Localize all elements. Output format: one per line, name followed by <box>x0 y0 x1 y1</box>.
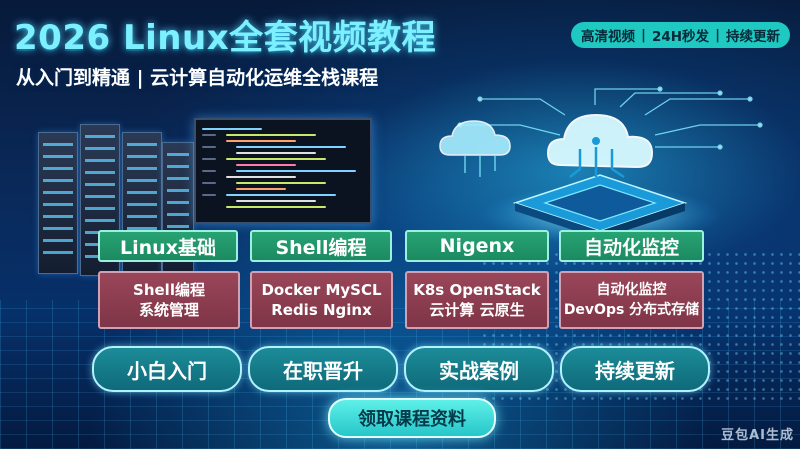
watermark: 豆包AI生成 <box>721 428 794 443</box>
topic-card-label: Linux基础 <box>120 236 216 259</box>
feature-24h-delivery: 24H秒发 <box>651 29 710 45</box>
topic-detail-line2: 系统管理 <box>138 301 199 319</box>
topic-card-linux-basics[interactable]: Linux基础 <box>98 230 238 262</box>
topic-detail-card[interactable]: Docker MySCL Redis Nginx <box>250 271 393 329</box>
topic-detail-card[interactable]: 自动化监控 DevOps 分布式存储 <box>559 271 704 329</box>
feature-separator: | <box>641 27 646 43</box>
topic-detail-card[interactable]: Shell编程 系统管理 <box>98 271 240 329</box>
cloud-icon <box>546 113 654 179</box>
code-monitor-icon <box>194 118 372 224</box>
banner-subtitle: 从入门到精通 | 云计算自动化运维全栈课程 <box>16 67 379 89</box>
audience-button-promotion[interactable]: 在职晋升 <box>248 346 398 392</box>
feature-continuous-update: 持续更新 <box>726 29 780 45</box>
topic-card-label: 自动化监控 <box>583 236 679 259</box>
cloud-chip-illustration <box>439 86 763 245</box>
audience-button-practice[interactable]: 实战案例 <box>404 346 554 392</box>
topic-detail-line2: Redis Nginx <box>271 301 372 319</box>
cta-label: 领取课程资料 <box>358 409 466 430</box>
topic-card-shell[interactable]: Shell编程 <box>250 230 392 262</box>
topic-detail-line2: DevOps 分布式存储 <box>563 302 700 318</box>
feature-separator: | <box>715 27 720 43</box>
small-cloud-icon <box>439 120 511 177</box>
topic-card-nginx[interactable]: Nigenx <box>405 230 549 262</box>
feature-hd-video: 高清视频 <box>581 29 636 45</box>
audience-label: 实战案例 <box>439 358 519 383</box>
topic-detail-line1: Shell编程 <box>133 281 205 299</box>
topic-card-label: Shell编程 <box>275 236 367 259</box>
topic-detail-line2: 云计算 云原生 <box>429 301 525 319</box>
audience-button-beginner[interactable]: 小白入门 <box>92 346 242 392</box>
topic-detail-line1: K8s OpenStack <box>413 281 541 299</box>
topic-detail-line1: Docker MySCL <box>261 281 382 299</box>
topic-card-monitoring[interactable]: 自动化监控 <box>559 230 704 262</box>
server-cabinet <box>38 132 78 274</box>
circuit-lines <box>457 86 763 150</box>
topic-detail-line1: 自动化监控 <box>596 282 667 298</box>
audience-button-updates[interactable]: 持续更新 <box>560 346 710 392</box>
topic-detail-card[interactable]: K8s OpenStack 云计算 云原生 <box>405 271 549 329</box>
audience-label: 在职晋升 <box>283 358 363 383</box>
audience-label: 小白入门 <box>127 358 207 383</box>
audience-label: 持续更新 <box>595 358 675 383</box>
banner-title: 2026 Linux全套视频教程 <box>14 18 437 58</box>
topic-card-label: Nigenx <box>439 235 515 257</box>
get-materials-button[interactable]: 领取课程资料 <box>328 398 496 438</box>
feature-pill: 高清视频 | 24H秒发 | 持续更新 <box>571 22 790 48</box>
